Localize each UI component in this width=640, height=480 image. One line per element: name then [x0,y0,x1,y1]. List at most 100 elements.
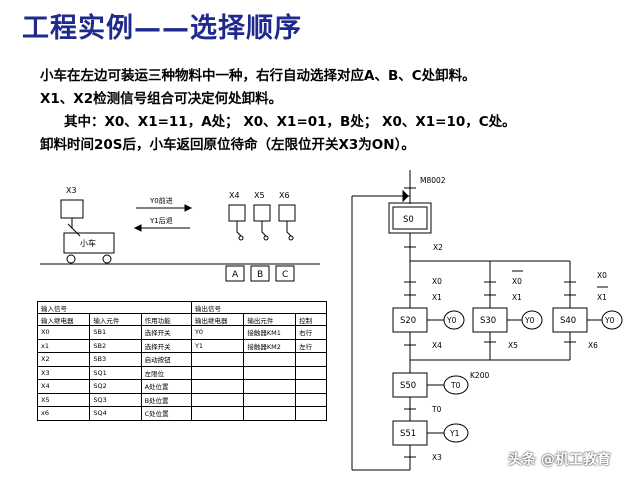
sfc-diagram: M8002 S0 X2 X0 X1 S20 Y0 X4 X0 [351,170,623,471]
t0-transition-label: T0 [431,405,442,414]
table-cell: 左行 [295,338,327,353]
branch2-x5-label: X5 [508,341,518,350]
table-cell [243,352,297,367]
column-header: 作用功能 [140,313,192,326]
table-cell: X4 [36,379,91,394]
output-y0-b-label: Y0 [524,316,535,325]
x2-transition-label: X2 [433,243,443,252]
table-cell [243,392,297,407]
description-line-2: X1、X2检测信号组合可决定何处卸料。 [40,91,283,107]
step-s30-label: S30 [480,316,496,326]
station-c-box [275,265,295,282]
k200-label: K200 [470,371,489,380]
branch1-x4-label: X4 [432,341,442,350]
cart-body-label: 小车 [80,238,96,248]
table-row: X0 SB1 选择开关 Y0 接触器KM1 右行 [36,325,327,340]
branch3-x6-label: X6 [588,341,598,350]
sensor-x4-label: X4 [229,191,240,200]
table-cell [295,406,327,421]
table-cell: X2 [36,352,91,367]
branch1-x0-label: X0 [432,277,442,286]
table-cell: 左限位 [140,365,192,380]
station-b-box [250,265,270,282]
output-y1 [443,423,469,443]
table-cell [190,392,245,407]
table-cell [243,406,297,421]
table-cell: 选择开关 [140,338,192,353]
sensor-x5 [253,204,271,222]
table-cell [190,365,245,380]
cart-diagram: X3 小车 Y0前进 Y1后退 X4 X5 X6 A B C [40,186,320,282]
step-s0-label: S0 [403,215,414,225]
table-header-output: 输出信号 [190,301,328,314]
branch3-x0-label: X0 [597,271,607,280]
table-cell: SB1 [89,325,142,340]
table-row: X5 SQ3 B处位置 [36,392,327,407]
output-y0-c-label: Y0 [604,316,615,325]
table-cell: Y0 [190,325,245,340]
x3-label: X3 [66,186,77,195]
column-header: 输入继电器 [36,313,91,326]
y0-forward-label: Y0前进 [149,196,173,205]
output-y0-c [601,310,623,330]
table-cell: 右行 [295,325,327,340]
table-row: X4 SQ2 A处位置 [36,379,327,394]
cart-wheel-left [66,254,76,264]
table-cell: B处位置 [140,392,192,407]
table-cell: Y1 [190,338,245,353]
station-b-label: B [257,270,263,280]
column-header: 输出继电器 [190,313,245,326]
table-cell [190,379,245,394]
table-cell: SQ3 [89,392,142,407]
step-s40-label: S40 [560,316,576,326]
sensor-x5-label: X5 [254,191,265,200]
table-cell: SQ2 [89,379,142,394]
branch2-x0-label: X0 [512,277,522,286]
table-cell: SB2 [89,338,142,353]
table-cell: C处位置 [140,406,192,421]
timer-t0-label: T0 [450,381,461,390]
cart-wheel-right [102,254,112,264]
sensor-x4-lever [236,221,242,237]
sensor-x4 [228,204,246,222]
step-s20-label: S20 [400,316,416,326]
page-title: 工程实例——选择顺序 [22,13,302,44]
station-a-label: A [232,270,239,280]
output-y0-b [521,310,543,330]
table-cell: x1 [36,338,91,353]
table-row: X3 SQ1 左限位 [36,365,327,380]
branch2-x1-label: X1 [512,293,522,302]
output-y1-label: Y1 [449,429,460,438]
column-header: 控制 [295,313,327,326]
column-header: 输入元件 [89,313,142,326]
table-cell: X5 [36,392,91,407]
table-cell: 启动按钮 [140,352,192,367]
output-y0-a [443,310,465,330]
sensor-x5-lever [261,221,267,237]
m8002-label: M8002 [420,176,446,185]
limit-switch-x3 [60,199,84,219]
table-cell: 接触器KM2 [243,338,297,353]
sensor-x6 [278,204,296,222]
table-cell: 接触器KM1 [243,325,297,340]
sensor-x6-label: X6 [279,191,290,200]
x3-transition-label: X3 [432,453,442,462]
table-cell: X3 [36,365,91,380]
step-s0-inner [392,206,428,230]
table-cell [295,392,327,407]
station-c-label: C [282,270,288,280]
table-row: x1 SB2 选择开关 Y1 接触器KM2 左行 [36,338,327,353]
io-assignment-table: 输入信号 输出信号 输入继电器 输入元件 作用功能 输出继电器 输出元件 控制 … [36,301,328,421]
description-line-1: 小车在左边可装运三种物料中一种，右行自动选择对应A、B、C处卸料。 [40,68,476,84]
description-line-4: 卸料时间20S后，小车返回原位待命（左限位开关X3为ON）。 [40,137,415,153]
table-cell [295,365,327,380]
table-cell [243,365,297,380]
table-cell: SQ4 [89,406,142,421]
y1-backward-label: Y1后退 [149,216,173,225]
table-cell [190,352,245,367]
table-cell: SQ1 [89,365,142,380]
table-row: X2 SB3 启动按钮 [36,352,327,367]
sensor-x6-lever [286,221,292,237]
output-y0-a-label: Y0 [446,316,457,325]
